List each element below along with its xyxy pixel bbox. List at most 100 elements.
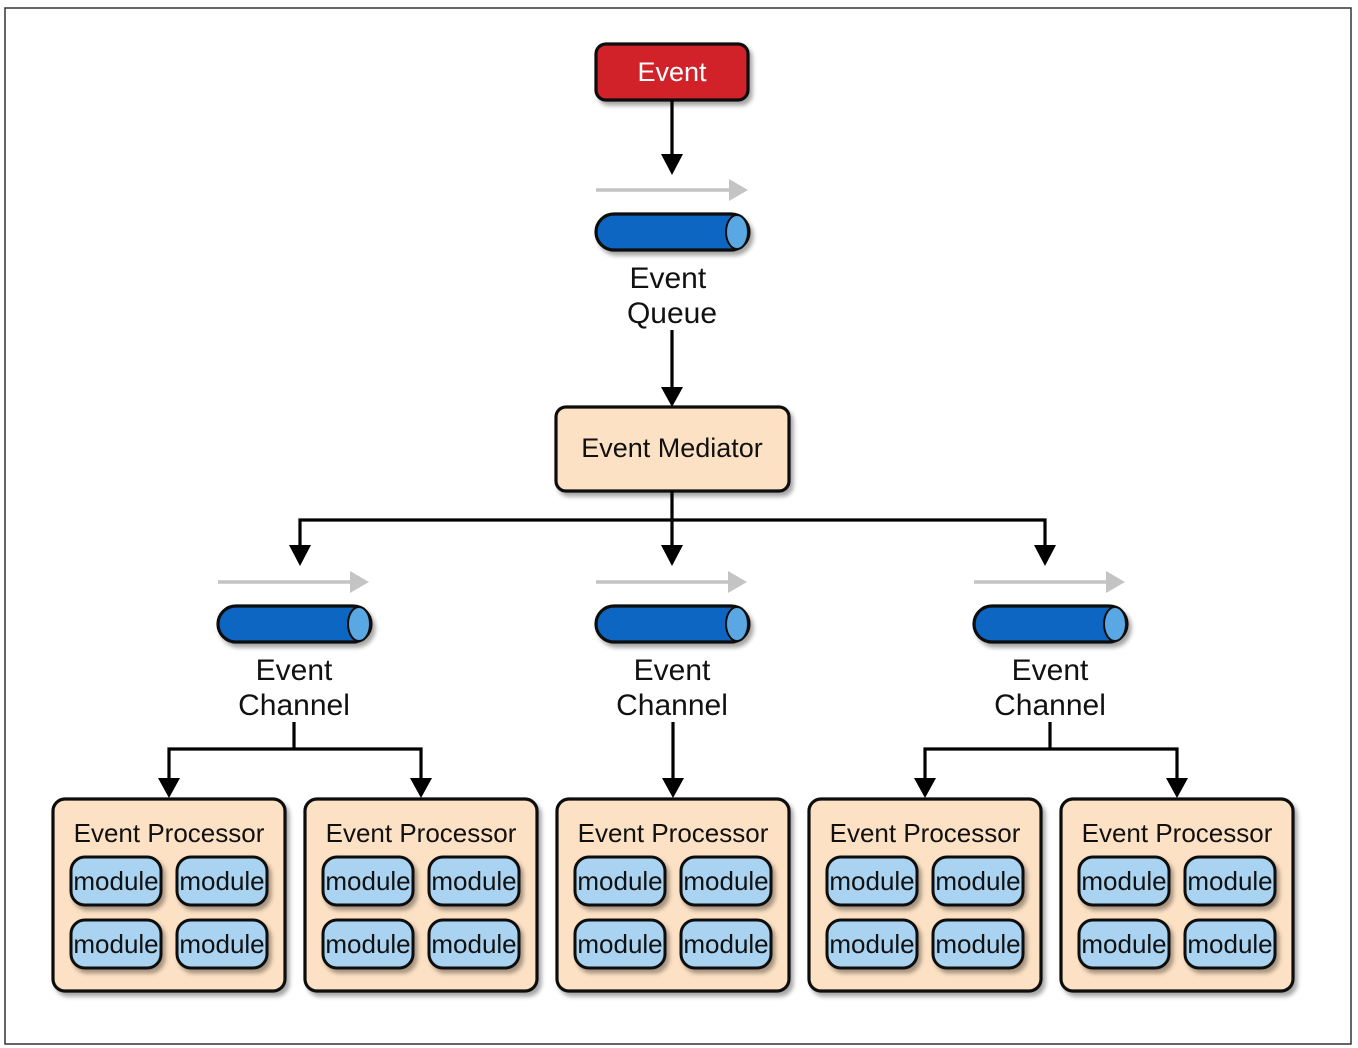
module-label: module bbox=[683, 929, 768, 959]
module: module bbox=[573, 918, 667, 970]
event-processor-label: Event Processor bbox=[830, 818, 1021, 848]
event-processor: Event Processor module module module module bbox=[1059, 797, 1295, 993]
module-label: module bbox=[1081, 866, 1166, 896]
queue-flow-arrow bbox=[596, 179, 748, 201]
module: module bbox=[175, 918, 269, 970]
module: module bbox=[931, 918, 1025, 970]
module-box bbox=[1183, 855, 1277, 907]
event-processor-label: Event Processor bbox=[1082, 818, 1273, 848]
module-box bbox=[427, 918, 521, 970]
module-box bbox=[1183, 918, 1277, 970]
queue-pipe-icon bbox=[594, 212, 751, 252]
channel-to-processor-connector bbox=[158, 722, 432, 798]
module-label: module bbox=[73, 929, 158, 959]
module-box bbox=[1077, 918, 1171, 970]
module-label: module bbox=[179, 929, 264, 959]
module: module bbox=[825, 855, 919, 907]
module-box bbox=[931, 855, 1025, 907]
event-queue: Event Queue bbox=[594, 179, 751, 330]
module-label: module bbox=[1081, 929, 1166, 959]
event-processor: Event Processor module module module module bbox=[807, 797, 1043, 993]
module: module bbox=[1183, 918, 1277, 970]
module-label: module bbox=[829, 929, 914, 959]
channel-label-line2: Channel bbox=[994, 689, 1106, 722]
module: module bbox=[321, 855, 415, 907]
channel-flow-arrow bbox=[218, 571, 369, 593]
module-label: module bbox=[1187, 929, 1272, 959]
module: module bbox=[175, 855, 269, 907]
channel-label-line2: Channel bbox=[616, 689, 728, 722]
module-box bbox=[321, 855, 415, 907]
channel-to-processor-connector bbox=[662, 722, 684, 798]
channel-pipe-icon bbox=[594, 604, 751, 644]
module-box bbox=[175, 918, 269, 970]
module: module bbox=[931, 855, 1025, 907]
event-processor-label: Event Processor bbox=[578, 818, 769, 848]
module-box bbox=[679, 855, 773, 907]
module-label: module bbox=[935, 929, 1020, 959]
event-node: Event bbox=[594, 42, 750, 102]
mediator-to-channels-connector bbox=[289, 491, 1056, 566]
module-box bbox=[69, 855, 163, 907]
event-processor: Event Processor module module module module bbox=[303, 797, 539, 993]
module-label: module bbox=[73, 866, 158, 896]
module-box bbox=[679, 918, 773, 970]
module-box bbox=[573, 918, 667, 970]
module-label: module bbox=[431, 929, 516, 959]
module: module bbox=[1077, 855, 1171, 907]
module-box bbox=[1077, 855, 1171, 907]
module-box bbox=[321, 918, 415, 970]
module-box bbox=[573, 855, 667, 907]
channel-pipe-icon bbox=[972, 604, 1129, 644]
module-label: module bbox=[1187, 866, 1272, 896]
module-label: module bbox=[325, 866, 410, 896]
event-label: Event bbox=[637, 57, 707, 87]
module: module bbox=[69, 855, 163, 907]
module: module bbox=[679, 918, 773, 970]
queue-label-line1: Event bbox=[629, 262, 706, 295]
queue-to-mediator-arrow bbox=[661, 330, 683, 407]
module: module bbox=[679, 855, 773, 907]
channel-pipe-icon bbox=[216, 604, 373, 644]
module-label: module bbox=[577, 929, 662, 959]
channel-label-line1: Event bbox=[634, 654, 711, 687]
module-label: module bbox=[179, 866, 264, 896]
queue-label-line2: Queue bbox=[627, 297, 717, 330]
channel-flow-arrow bbox=[974, 571, 1125, 593]
channel-to-processor-connector bbox=[914, 722, 1188, 798]
module-box bbox=[427, 855, 521, 907]
module: module bbox=[573, 855, 667, 907]
event-processor: Event Processor module module module module bbox=[555, 797, 791, 993]
event-to-queue-arrow bbox=[661, 100, 683, 175]
module-box bbox=[69, 918, 163, 970]
module-box bbox=[175, 855, 269, 907]
module-label: module bbox=[577, 866, 662, 896]
event-processor-label: Event Processor bbox=[326, 818, 517, 848]
module: module bbox=[427, 855, 521, 907]
module-box bbox=[825, 918, 919, 970]
module: module bbox=[1183, 855, 1277, 907]
channel-label-line1: Event bbox=[1012, 654, 1089, 687]
queue-label: Event Queue bbox=[627, 262, 717, 330]
module: module bbox=[321, 918, 415, 970]
channel-label-line2: Channel bbox=[238, 689, 350, 722]
module-box bbox=[825, 855, 919, 907]
channel-label-line1: Event bbox=[256, 654, 333, 687]
module-label: module bbox=[683, 866, 768, 896]
event-mediator-node: Event Mediator bbox=[554, 405, 791, 493]
module: module bbox=[69, 918, 163, 970]
module: module bbox=[825, 918, 919, 970]
module-label: module bbox=[325, 929, 410, 959]
module: module bbox=[1077, 918, 1171, 970]
module-label: module bbox=[829, 866, 914, 896]
event-mediator-label: Event Mediator bbox=[581, 433, 763, 463]
